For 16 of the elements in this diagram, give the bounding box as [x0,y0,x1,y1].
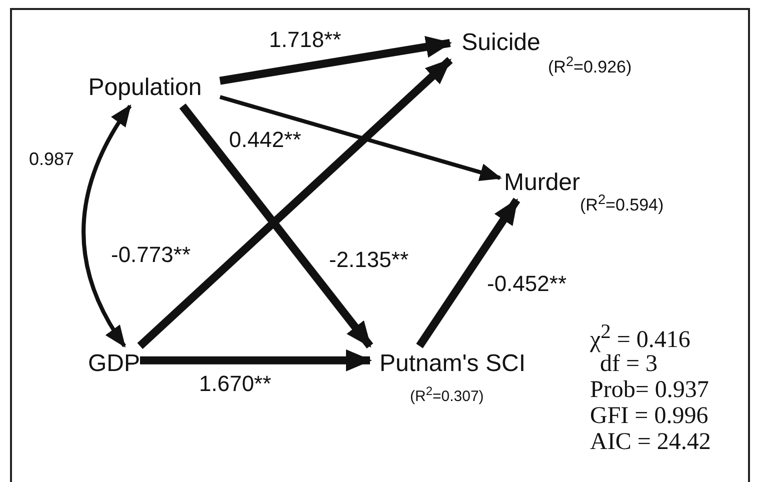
fit-statistic: χ$^{2}$ = 0.416 [590,322,690,352]
arrow [219,95,502,181]
variable-name: Putnam's SCI [370,346,535,382]
fit-statistic: df = 3 [600,352,658,376]
arrow [140,349,372,372]
arrow [219,36,452,85]
r-squared-value: (R$^{2}$=0.307) [410,384,484,405]
double-headed-arrow [82,104,132,348]
fit-statistic: AIC = 24.42 [590,430,711,454]
arrow [179,104,374,348]
variable-name: GDP [88,346,140,382]
variable-name: Population [70,70,220,106]
fit-statistic: Prob= 0.937 [590,378,709,402]
arrow [137,57,453,349]
fit-statistic: GFI = 0.996 [590,404,708,428]
arrow [416,198,520,348]
